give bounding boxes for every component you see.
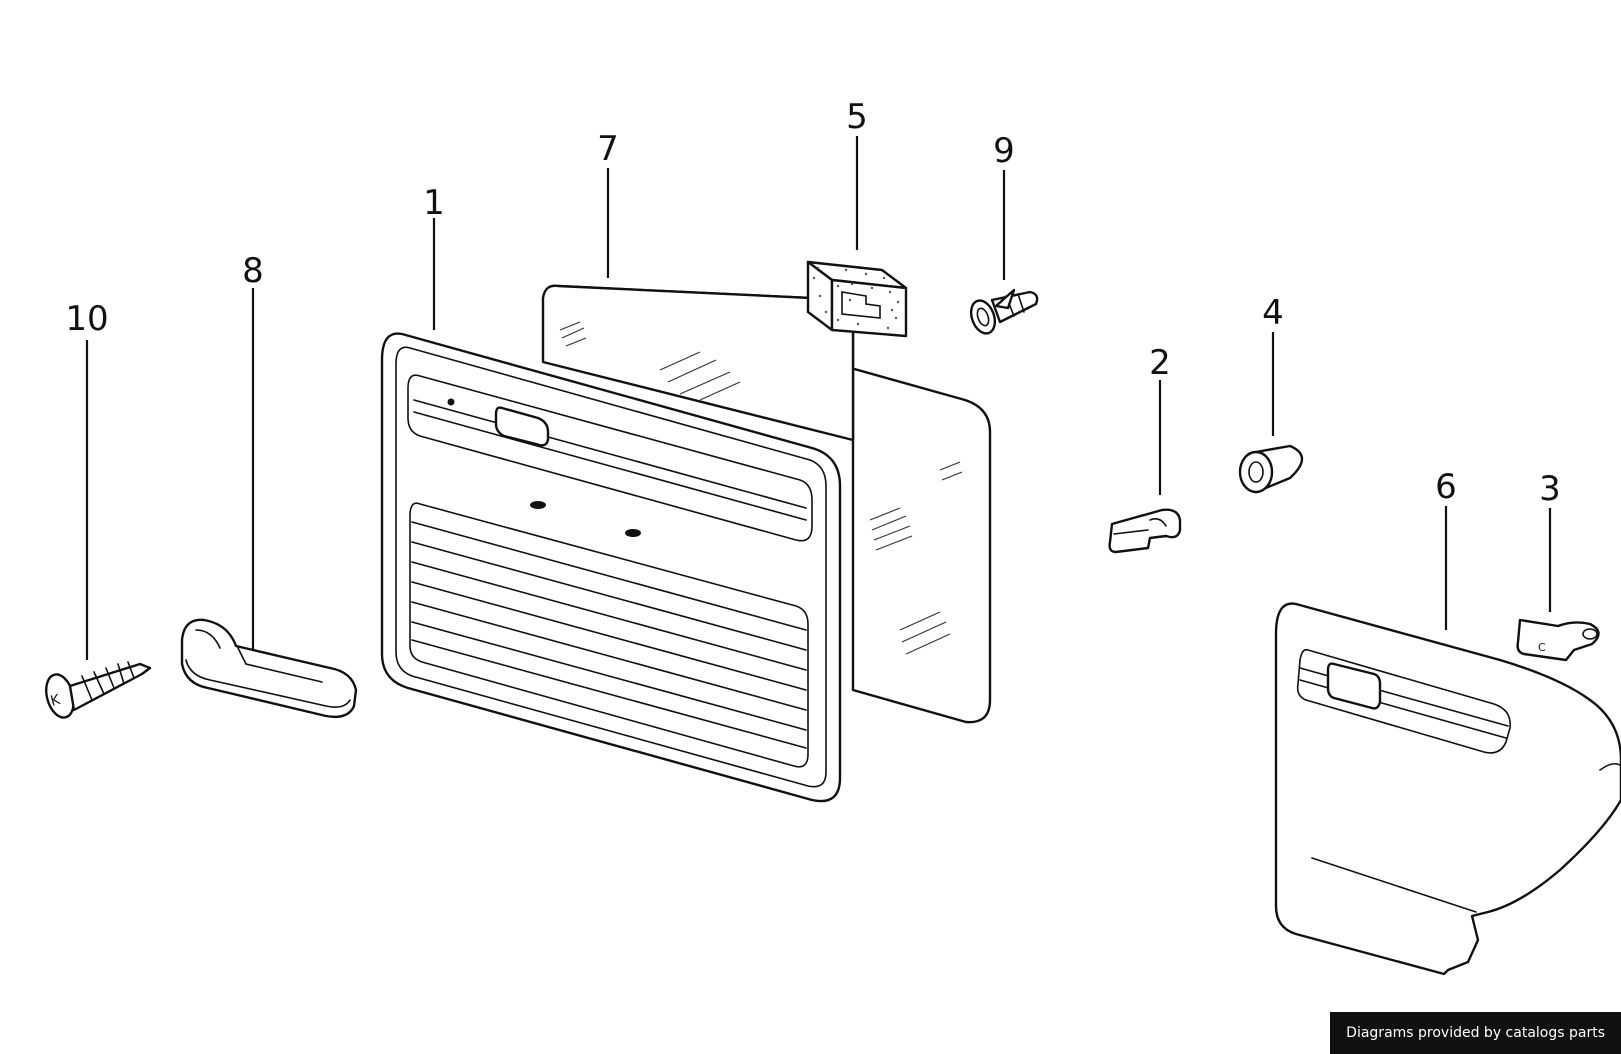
callout-6: 6 — [1435, 467, 1457, 507]
part-9-push-clip[interactable] — [967, 288, 1039, 337]
callout-9: 9 — [993, 131, 1015, 171]
part-7-hatching — [559, 321, 963, 655]
callout-10: 10 — [65, 299, 108, 339]
callout-numbers: 1 2 3 4 5 6 7 8 9 10 — [65, 97, 1560, 509]
part-1-pocket-ribs — [411, 521, 807, 749]
callout-1: 1 — [423, 183, 445, 223]
part-3-mark: C — [1538, 641, 1546, 654]
part-10-screw[interactable]: K — [42, 661, 152, 721]
part-4-plug[interactable] — [1238, 444, 1304, 494]
part-8-pull-handle[interactable] — [180, 618, 358, 719]
part-7-backing-sheet[interactable] — [541, 284, 992, 724]
leader-lines — [85, 136, 1552, 660]
part-2-retaining-clip[interactable] — [1108, 508, 1182, 554]
callout-5: 5 — [846, 97, 868, 137]
callout-7: 7 — [597, 129, 619, 169]
callout-8: 8 — [242, 251, 264, 291]
credit-banner: Diagrams provided by catalogs parts — [1330, 1012, 1621, 1054]
part-6-side-trim-panel[interactable] — [1274, 602, 1621, 976]
part-1-door-trim-panel[interactable] — [380, 332, 842, 803]
callout-4: 4 — [1262, 293, 1284, 333]
part-5-foam-block[interactable] — [806, 260, 908, 338]
callout-3: 3 — [1539, 469, 1561, 509]
part-5-foam-texture — [812, 266, 900, 330]
part-3-clip[interactable]: C — [1516, 618, 1600, 662]
callout-2: 2 — [1149, 343, 1171, 383]
